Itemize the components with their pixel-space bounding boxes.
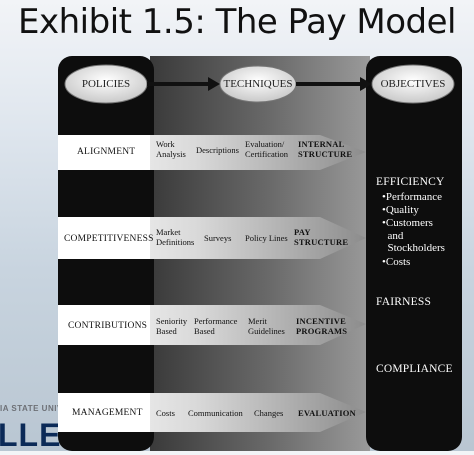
technique-communication: Communication [188,408,243,418]
objective-efficiency: EFFICIENCY [376,176,445,188]
technique-costs: Costs [156,408,175,418]
outcome-incentive-programs: INCENTIVE PROGRAMS [296,316,348,336]
policy-box-alignment [58,135,150,170]
policy-competitiveness: COMPETITIVENESS [64,234,154,244]
efficiency-item-customers-stockholders: •Customers and Stockholders [382,217,445,254]
objective-compliance: COMPLIANCE [376,363,453,375]
policy-management: MANAGEMENT [72,408,143,418]
university-watermark-text: IA STATE UNIV [0,404,63,413]
efficiency-item-quality: •Quality [382,204,419,216]
technique-market-definitions: Market Definitions [156,227,195,247]
technique-performance-based: Performance Based [194,316,238,336]
objectives-header: OBJECTIVES [380,78,446,90]
outcome-pay-structure: PAY STRUCTURE [294,227,349,247]
slide-title: Exhibit 1.5: The Pay Model [18,2,456,42]
technique-evaluation-certification: Evaluation/ Certification [245,139,288,159]
policy-box-management [58,393,150,432]
technique-seniority-based: Seniority Based [156,316,188,336]
policy-contributions: CONTRIBUTIONS [68,321,148,331]
outcome-internal-structure: INTERNAL STRUCTURE [298,139,353,159]
technique-merit-guidelines: Merit Guidelines [248,316,285,336]
outcome-evaluation: EVALUATION [298,408,356,418]
policies-header: POLICIES [81,78,131,90]
objectives-panel [366,56,462,451]
objective-fairness: FAIRNESS [376,296,432,308]
technique-policy-lines: Policy Lines [245,233,288,243]
policy-box-contributions [58,305,150,345]
techniques-header: TECHNIQUES [223,78,293,90]
technique-surveys: Surveys [204,233,232,243]
technique-descriptions: Descriptions [196,145,239,155]
header-arrow-2-head [360,77,372,91]
policy-alignment: ALIGNMENT [77,147,136,157]
efficiency-item-costs: •Costs [382,256,411,268]
technique-work-analysis: Work Analysis [156,139,186,159]
header-arrow-1-head [208,77,220,91]
efficiency-item-performance: •Performance [382,191,443,203]
technique-changes: Changes [254,408,284,418]
policy-box-competitiveness [58,217,150,259]
